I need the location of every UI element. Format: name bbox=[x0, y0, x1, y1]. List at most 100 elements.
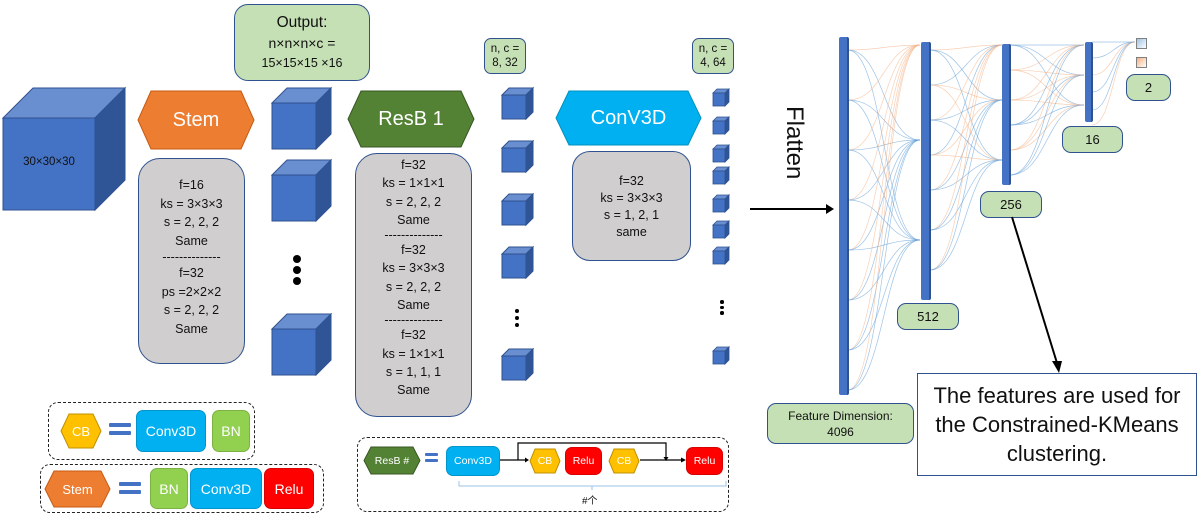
stem-output-cube bbox=[270, 158, 333, 223]
connection-line bbox=[929, 159, 1003, 231]
feature-dim-value: 4096 bbox=[827, 424, 854, 439]
input-size-label: 30×30×30 bbox=[23, 156, 75, 168]
connection-line bbox=[847, 99, 921, 141]
param-line: Same bbox=[397, 383, 430, 398]
legend-chip-conv3d: Conv3D bbox=[190, 468, 262, 509]
connection-line bbox=[1009, 44, 1085, 126]
connection-line bbox=[847, 139, 921, 151]
connection-line bbox=[929, 44, 1003, 51]
nc-label: n, c = bbox=[490, 43, 520, 55]
layer-size: 512 bbox=[917, 308, 939, 324]
connection-line bbox=[929, 44, 1003, 191]
connection-line bbox=[1009, 74, 1085, 101]
param-line: f=32 bbox=[401, 158, 426, 172]
resb-output-cube bbox=[500, 86, 535, 121]
param-line: f=32 bbox=[619, 174, 644, 188]
conv3d-output-box: n, c = 4, 64 bbox=[692, 38, 734, 74]
resb-output-box: n, c = 8, 32 bbox=[484, 38, 526, 74]
legend-chip-conv3d: Conv3D bbox=[136, 410, 206, 452]
layer-size: 256 bbox=[1000, 196, 1022, 212]
connection-line bbox=[1009, 44, 1085, 106]
param-line: f=32 bbox=[401, 243, 426, 258]
note-line: the Constrained-KMeans bbox=[935, 412, 1179, 437]
dense-layer-16 bbox=[1085, 42, 1093, 122]
param-line: same bbox=[616, 225, 647, 239]
conv3d-output-cube bbox=[712, 166, 730, 185]
stem-block: Stem bbox=[137, 90, 255, 150]
connection-line bbox=[1009, 44, 1085, 76]
param-line: Same bbox=[397, 212, 430, 227]
connection-line bbox=[1009, 44, 1085, 101]
cb-hex: CB bbox=[529, 448, 561, 474]
connection-line bbox=[929, 99, 1003, 231]
stem-label: Stem bbox=[172, 108, 220, 131]
layer-size-box-256: 256 bbox=[980, 191, 1042, 218]
layer-size: 16 bbox=[1085, 131, 1100, 147]
connection-line bbox=[929, 99, 1003, 121]
connection-line bbox=[847, 239, 921, 351]
ellipsis-dots bbox=[293, 255, 301, 285]
resb-block: ResB 1 bbox=[347, 90, 475, 148]
connection-line bbox=[847, 139, 921, 351]
stem-output-cube bbox=[270, 312, 333, 377]
connection-line bbox=[1091, 41, 1136, 126]
param-separator: -------------- bbox=[384, 228, 443, 243]
dense-layer-512 bbox=[921, 42, 931, 300]
output-formula: n×n×n×c = bbox=[268, 34, 336, 51]
output-title: Output: bbox=[276, 13, 328, 31]
equals-icon bbox=[425, 453, 438, 466]
nc-value: 4, 64 bbox=[700, 57, 726, 69]
clustering-note: The features are used for the Constraine… bbox=[917, 373, 1197, 476]
layer-size-box-16: 16 bbox=[1062, 126, 1123, 153]
output-node bbox=[1136, 57, 1147, 68]
cb-label: CB bbox=[616, 455, 632, 467]
stem-legend-label: Stem bbox=[62, 481, 93, 497]
conv3d-label: ConV3D bbox=[590, 106, 667, 129]
legend-chip-bn: BN bbox=[212, 410, 250, 452]
connection-line bbox=[1009, 44, 1085, 151]
dense-layer-256 bbox=[1002, 44, 1011, 185]
repeat-bracket bbox=[458, 481, 727, 490]
connection-line bbox=[1091, 41, 1136, 76]
connection-line bbox=[847, 44, 921, 391]
stem-params-box: f=16 ks = 3×3×3 s = 2, 2, 2 Same -------… bbox=[138, 158, 245, 364]
connection-line bbox=[1009, 104, 1085, 126]
cb-label: CB bbox=[537, 455, 553, 467]
conv3d-params-box: f=32 ks = 3×3×3 s = 1, 2, 1 same bbox=[572, 151, 691, 261]
legend-chip-bn: BN bbox=[150, 468, 188, 509]
cb-hex: CB bbox=[608, 448, 640, 474]
conv3d-output-cube bbox=[712, 144, 730, 163]
resb-params-box: f=32 ks = 1×1×1 s = 2, 2, 2 Same -------… bbox=[355, 153, 472, 417]
resb-label: ResB 1 bbox=[378, 107, 444, 130]
param-line: Same bbox=[175, 233, 208, 248]
connection-line bbox=[929, 99, 1003, 156]
connection-line bbox=[929, 44, 1003, 121]
param-line: s = 2, 2, 2 bbox=[163, 215, 220, 229]
param-line: ks = 1×1×1 bbox=[382, 176, 445, 191]
pointer-arrow bbox=[1011, 216, 1062, 373]
resb-legend-label: ResB # bbox=[374, 454, 410, 467]
param-line: ks = 3×3×3 bbox=[600, 191, 663, 205]
conv3d-output-cube bbox=[712, 346, 730, 365]
connection-line bbox=[929, 159, 1003, 191]
connection-line bbox=[1009, 74, 1085, 176]
connection-line bbox=[929, 44, 1003, 231]
connection-line bbox=[847, 139, 921, 391]
connection-line bbox=[929, 44, 1003, 156]
resb-output-cube bbox=[500, 139, 535, 174]
connection-line bbox=[1009, 44, 1085, 176]
stem-output-cube bbox=[270, 86, 333, 151]
param-line: s = 2, 2, 2 bbox=[385, 194, 442, 209]
param-line: s = 2, 2, 2 bbox=[163, 303, 220, 317]
param-line: f=32 bbox=[179, 266, 204, 280]
output-node bbox=[1136, 38, 1147, 49]
connection-line bbox=[1009, 74, 1085, 126]
equals-icon bbox=[119, 482, 141, 498]
legend-cb: CB Conv3D BN bbox=[48, 402, 255, 460]
connection-line bbox=[929, 49, 1003, 161]
connection-line bbox=[929, 99, 1003, 271]
connection-line bbox=[847, 49, 921, 141]
stem-output-box: Output: n×n×n×c = 15×15×15 ×16 bbox=[234, 4, 370, 81]
connection-line bbox=[1009, 104, 1085, 176]
output-dims: 15×15×15 ×16 bbox=[261, 55, 343, 70]
